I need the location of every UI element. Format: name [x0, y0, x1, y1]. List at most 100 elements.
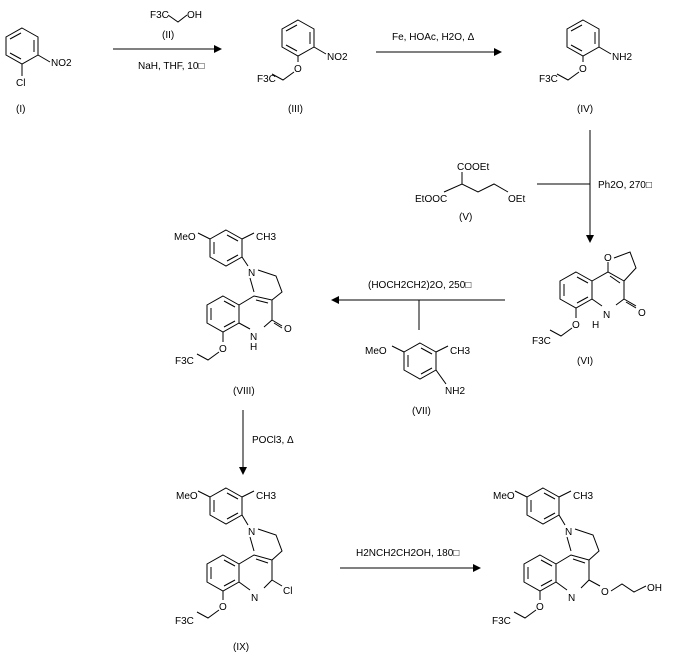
- compound-VII-amino: NH2: [445, 386, 465, 397]
- compound-IX-chloro: Cl: [283, 586, 292, 597]
- compound-III-trifluoromethyl: F3C: [257, 74, 276, 85]
- compound-IX-aryl-ring: [209, 487, 243, 525]
- compound-X-bond: [566, 536, 572, 552]
- compound-VI-pyridone-ring: [591, 271, 625, 306]
- compound-IX-bond: [241, 490, 255, 498]
- compound-VII-bond: [435, 369, 447, 385]
- step-4-arrowhead: [331, 296, 339, 304]
- compound-VII-double-bond: [420, 367, 433, 375]
- compound-VIII-bond: [238, 322, 251, 330]
- compound-IX-methyl: CH3: [256, 491, 276, 502]
- step-2-arrow: Fe, HOAc, H2O, Δ: [376, 32, 502, 56]
- compound-IX: MeO CH3 N N Cl O F3C (IX): [175, 487, 292, 653]
- compound-VI-nh-hydrogen: H: [592, 320, 599, 331]
- compound-V-chain: [443, 183, 509, 193]
- compound-VIII-double-bond: [226, 234, 239, 242]
- step-1-condition-top: (II): [162, 30, 174, 41]
- compound-X-ether-oxygen-side: O: [601, 587, 609, 598]
- compound-VI: N H O O O F3C (VI): [532, 251, 646, 367]
- compound-VIII-benzo-ring: [206, 295, 240, 333]
- compound-X-pyrrolidine-nitrogen: N: [565, 527, 572, 538]
- compound-IX-label: (IX): [233, 642, 249, 653]
- compound-X-bond: [558, 490, 572, 498]
- compound-X-double-bond: [540, 559, 553, 567]
- compound-VIII-aryl-ring: [209, 229, 243, 267]
- compound-IV-double-bond: [570, 44, 583, 52]
- compound-X-bond: [514, 490, 528, 498]
- step-6-arrow: H2NCH2CH2OH, 180□: [340, 548, 481, 572]
- step-5-arrowhead: [239, 467, 247, 475]
- compound-X-pyridine-ring: [555, 554, 590, 589]
- compound-VIII-pyridone-ring: [238, 295, 273, 328]
- compound-IV-amino-group: NH2: [612, 52, 632, 63]
- compound-VI-furan-ring: [613, 251, 637, 282]
- compound-X-hydroxyethyl-chain: [610, 583, 647, 593]
- step-1-reagent-f3c: F3C: [150, 10, 169, 21]
- compound-X-double-bond: [543, 512, 556, 520]
- step-1-reagent-chain: [167, 14, 188, 23]
- compound-VI-furan-oxygen: O: [604, 253, 612, 264]
- step-2-condition: Fe, HOAc, H2O, Δ: [392, 32, 475, 43]
- compound-VII-methoxy: MeO: [365, 346, 387, 357]
- compound-VIII-bond: [249, 277, 255, 293]
- compound-IX-methoxy: MeO: [176, 491, 198, 502]
- compound-VIII-bond: [241, 232, 255, 240]
- compound-III-double-bond: [285, 44, 298, 52]
- compound-VIII-double-bond: [223, 300, 236, 308]
- step-3-condition: Ph2O, 270□: [598, 180, 652, 191]
- compound-IX-double-bond: [226, 512, 239, 520]
- step-3-arrow: Ph2O, 270□: [537, 130, 652, 243]
- compound-VIII-ether-oxygen: O: [219, 344, 227, 355]
- compound-I-double-bond: [9, 52, 22, 60]
- compound-VIII-bond: [197, 232, 211, 240]
- compound-VIII-carbonyl-bond: [273, 322, 283, 329]
- compound-IX-ethyl-chain: [196, 609, 220, 619]
- step-4-arrow: (HOCH2CH2)2O, 250□: [331, 280, 505, 330]
- compound-V: COOEt EtOOC OEt (V): [415, 162, 525, 223]
- step-6-arrowhead: [473, 564, 481, 572]
- compound-I-nitro-group: NO2: [51, 58, 72, 69]
- compound-X-ring-nitrogen: N: [568, 593, 575, 604]
- compound-VI-ether-oxygen: O: [572, 320, 580, 331]
- compound-IX-double-bond: [255, 558, 269, 564]
- compound-III-double-bond: [285, 24, 298, 32]
- compound-VII-double-bond: [420, 347, 433, 355]
- step-4-condition: (HOCH2CH2)2O, 250□: [368, 280, 471, 291]
- compound-IX-ether-oxygen: O: [219, 602, 227, 613]
- compound-X-hydroxyl: OH: [647, 583, 662, 594]
- step-1-reagent-oh: OH: [187, 10, 202, 21]
- compound-III-bond: [313, 46, 327, 55]
- compound-VIII-pyrrolidine-ring: [257, 269, 283, 301]
- compound-IX-double-bond: [223, 559, 236, 567]
- compound-X-bond: [555, 581, 568, 591]
- compound-VIII-ethyl-chain: [196, 351, 220, 361]
- compound-IX-pyrrolidine-ring: [257, 528, 283, 561]
- compound-V-ethoxy: OEt: [508, 194, 525, 205]
- compound-IV-trifluoromethyl: F3C: [539, 74, 558, 85]
- compound-VIII-double-bond: [223, 320, 236, 328]
- compound-VII-ring: [403, 342, 437, 380]
- compound-X-double-bond: [543, 492, 556, 500]
- compound-V-label: (V): [459, 212, 472, 223]
- compound-IV-double-bond: [570, 24, 583, 32]
- compound-X-benzo-ring: [523, 554, 557, 592]
- compound-VII: MeO CH3 NH2 (VII): [365, 342, 470, 417]
- compound-X-bond: [558, 514, 566, 526]
- compound-IX-bond: [271, 579, 283, 587]
- compound-III-nitro-group: NO2: [327, 52, 348, 63]
- compound-X-trifluoromethyl: F3C: [492, 616, 511, 627]
- compound-VI-double-bond: [576, 296, 589, 304]
- compound-IX-double-bond: [223, 579, 236, 587]
- compound-V-ester-top: COOEt: [457, 162, 489, 173]
- compound-VI-bond: [591, 298, 603, 307]
- step-6-condition: H2NCH2CH2OH, 180□: [356, 548, 459, 559]
- compound-VIII-methyl: CH3: [256, 232, 276, 243]
- compound-VIII: MeO CH3 N N H O O F3C (VIII): [174, 229, 292, 397]
- compound-IX-bond: [238, 581, 251, 591]
- compound-VIII-methoxy: MeO: [174, 232, 196, 243]
- compound-VII-bond: [435, 345, 449, 353]
- compound-X-methoxy: MeO: [493, 491, 515, 502]
- compound-VIII-carbonyl-oxygen: O: [284, 324, 292, 335]
- compound-IX-pyrrolidine-nitrogen: N: [248, 527, 255, 538]
